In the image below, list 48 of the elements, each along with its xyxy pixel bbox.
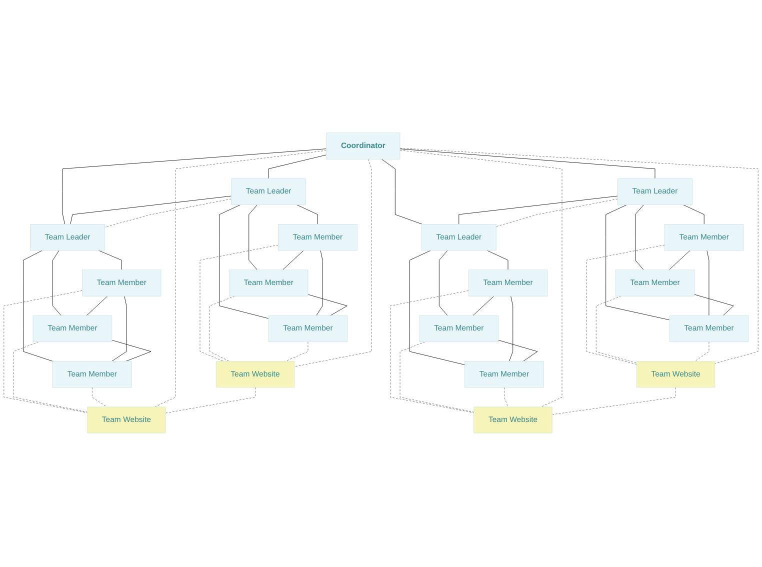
connector xyxy=(458,196,618,225)
connector xyxy=(296,205,318,225)
connector xyxy=(586,245,665,366)
connector xyxy=(635,205,644,271)
connector xyxy=(438,250,448,316)
connector xyxy=(496,199,618,228)
connector xyxy=(98,250,122,271)
connector xyxy=(104,199,232,228)
connector xyxy=(92,388,107,408)
connector xyxy=(552,388,676,416)
connector xyxy=(62,149,327,225)
connector xyxy=(316,250,323,316)
connector xyxy=(596,296,637,364)
connector xyxy=(606,205,670,321)
connector xyxy=(400,150,562,408)
connector xyxy=(508,296,514,362)
connector xyxy=(154,150,327,408)
connector xyxy=(400,148,758,364)
connector xyxy=(70,196,232,225)
connector xyxy=(4,290,88,414)
connector xyxy=(410,250,466,366)
connector xyxy=(390,290,474,414)
connector xyxy=(706,250,710,316)
connector xyxy=(486,250,508,271)
connector xyxy=(504,388,508,408)
connector xyxy=(13,342,88,413)
connector xyxy=(86,296,108,316)
connector xyxy=(682,205,704,225)
connector xyxy=(294,159,372,368)
connector xyxy=(308,294,348,316)
connector xyxy=(200,245,279,362)
connector xyxy=(268,155,327,180)
connector xyxy=(472,296,494,316)
connector xyxy=(52,250,62,316)
connector xyxy=(381,159,423,225)
connector xyxy=(694,342,710,362)
connector xyxy=(694,294,734,316)
connector xyxy=(282,250,304,271)
connector xyxy=(165,388,256,414)
connector xyxy=(400,342,474,413)
connector xyxy=(23,250,53,362)
connector xyxy=(498,340,538,362)
connector xyxy=(112,296,127,362)
connector xyxy=(400,149,656,180)
connector xyxy=(285,342,308,362)
connector xyxy=(248,205,258,271)
connector xyxy=(219,205,269,320)
connector xyxy=(668,250,690,271)
